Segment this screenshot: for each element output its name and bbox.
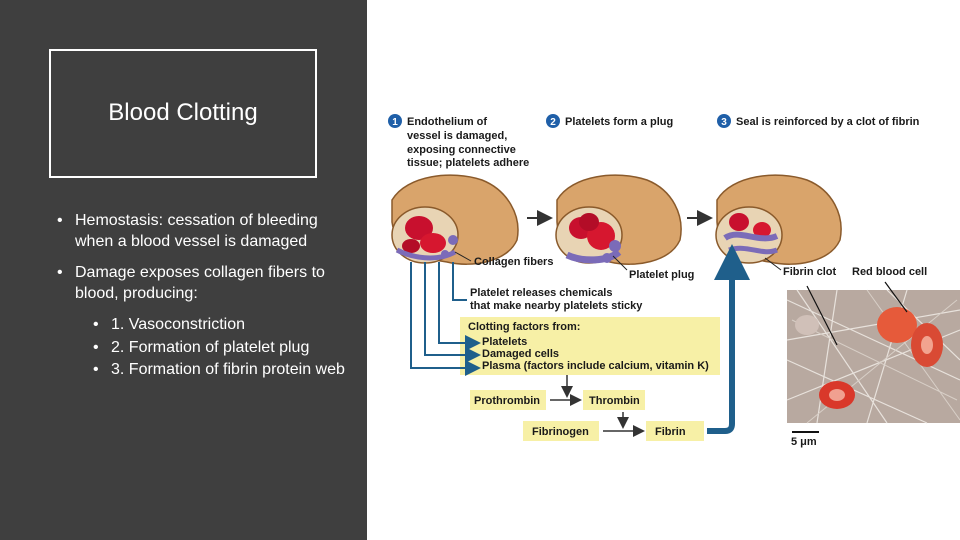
step-3-number: 3 [721,117,727,128]
bullet-item: • Hemostasis: cessation of bleeding when… [57,211,347,252]
fibrin-arrow [707,244,750,434]
sub-bullet-item: • 1. Vasoconstriction [93,315,347,336]
thrombin-box [583,390,645,410]
label-factors-title: Clotting factors from: [468,321,580,333]
clotting-factors-box [460,317,720,375]
sub-bullet-item: • 2. Formation of platelet plug [93,338,347,359]
step-1-badge [388,114,402,128]
clotting-diagram: 1 Endothelium of vessel is damaged, expo… [367,0,960,540]
sub-bullet-text: 1. Vasoconstriction [111,316,245,333]
label-platelet-plug: Platelet plug [629,269,694,281]
diagram-svg: 1 Endothelium of vessel is damaged, expo… [388,114,960,448]
title-frame: Blood Clotting [49,49,317,178]
step-1-header: 1 Endothelium of vessel is damaged, expo… [388,114,529,169]
label-release-1: Platelet releases chemicals [470,287,612,299]
step-3-badge [717,114,731,128]
prothrombin-box [470,390,546,410]
label-red-blood-cell: Red blood cell [852,266,927,278]
bullet-text: Damage exposes collagen fibers to blood,… [75,264,325,302]
step-3-line-1: Seal is reinforced by a clot of fibrin [736,116,920,128]
bullet-dot: • [93,361,99,378]
step-2-number: 2 [550,117,556,128]
step-2-header: 2 Platelets form a plug [546,114,673,128]
label-fibrinogen: Fibrinogen [532,426,589,438]
label-release-2: that make nearby platelets sticky [470,300,643,312]
label-fibrin: Fibrin [655,426,686,438]
sub-bullet-text: 2. Formation of platelet plug [111,338,310,356]
step-1-line-3: exposing connective [407,144,516,156]
label-fibrin-clot: Fibrin clot [783,266,837,278]
bullet-list: • Hemostasis: cessation of bleeding when… [57,211,347,383]
label-thrombin: Thrombin [589,395,640,407]
label-collagen: Collagen fibers [474,256,553,268]
step-1-line-1: Endothelium of [407,116,487,128]
slide-title: Blood Clotting [108,99,258,126]
fibrinogen-box [523,421,599,441]
sub-bullet-text: 3. Formation of fibrin protein web [111,361,345,378]
bullet-item: • Damage exposes collagen fibers to bloo… [57,263,347,304]
label-factor-platelets: Platelets [482,336,527,348]
bullet-dot: • [93,316,99,333]
step-2-line-1: Platelets form a plug [565,116,673,128]
label-factor-plasma: Plasma (factors include calcium, vitamin… [482,360,709,372]
left-panel: Blood Clotting • Hemostasis: cessation o… [0,0,367,540]
step-2-badge [546,114,560,128]
label-prothrombin: Prothrombin [474,395,540,407]
vessel-2 [555,174,682,265]
step-3-header: 3 Seal is reinforced by a clot of fibrin [717,114,920,128]
fibrin-box [646,421,704,441]
bullet-text: Hemostasis: cessation of bleeding when a… [75,212,318,250]
label-factor-damaged: Damaged cells [482,348,559,360]
fibrin-micrograph: 5 μm [786,281,960,448]
step-1-number: 1 [392,117,398,128]
sub-bullet-item: • 3. Formation of fibrin protein web [93,360,347,381]
bullet-dot: • [93,338,99,356]
step-1-line-2: vessel is damaged, [407,130,507,142]
vessel-3 [715,174,842,265]
label-scale: 5 μm [791,436,817,448]
bullet-dot: • [57,264,63,281]
bullet-dot: • [57,212,63,229]
vessel-1 [391,174,519,265]
step-1-line-4: tissue; platelets adhere [407,157,529,169]
